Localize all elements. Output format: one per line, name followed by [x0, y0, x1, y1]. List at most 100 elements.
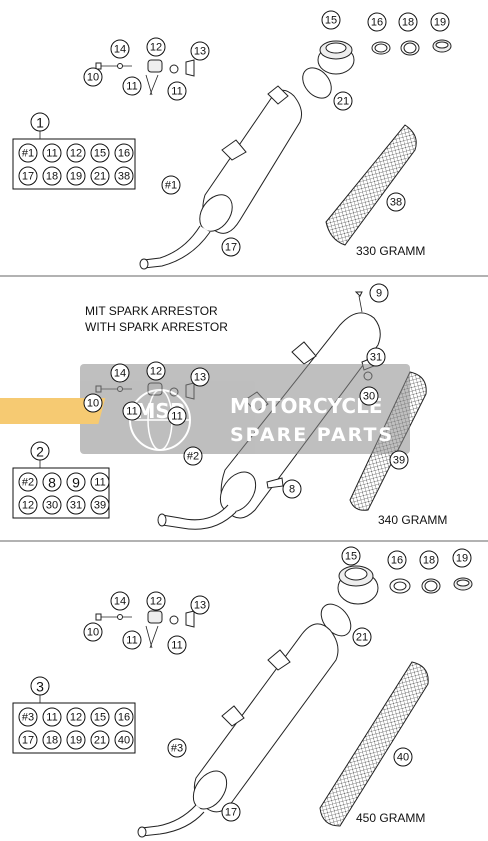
kit-1-item-6: 18	[42, 166, 62, 186]
section-1-callout-7: 10	[83, 67, 103, 87]
kit-3-item-6-label: 18	[46, 735, 58, 747]
section-1-callout-11-label: #1	[165, 180, 177, 192]
kit-2-item-1: 8	[42, 472, 62, 492]
section-3-callout-2-label: 18	[423, 555, 435, 567]
section-2-callout-8: 30	[359, 386, 379, 406]
section-3-callout-10-label: 21	[356, 632, 368, 644]
kit-3-item-7-label: 19	[70, 735, 82, 747]
section-3-callout-0-label: 15	[345, 551, 357, 563]
section-1-callout-11: #1	[161, 175, 181, 195]
kit-3-item-1-label: 11	[46, 712, 57, 724]
section-3-callout-5-label: 12	[150, 596, 162, 608]
section-2-callout-0: 9	[369, 283, 389, 303]
kit-3-item-2-label: 12	[70, 712, 82, 724]
kit-3-number: 3	[30, 676, 50, 696]
kit-1-item-0: #1	[18, 143, 38, 163]
section-1-callout-5-label: 12	[150, 42, 162, 54]
section-1-callout-4: 14	[110, 39, 130, 59]
section-3-callout-1: 16	[387, 550, 407, 570]
section-2-callout-6: 11	[167, 406, 187, 426]
kit-2-item-0-label: #2	[22, 477, 34, 489]
muffler-body	[139, 85, 302, 270]
section-1-callout-9: 11	[167, 81, 187, 101]
kit-3-item-6: 18	[42, 730, 62, 750]
kit-2-item-6: 31	[66, 495, 86, 515]
kit-2-item-2-label: 9	[72, 475, 80, 491]
hardware-parts	[95, 59, 195, 96]
kit-2-item-0: #2	[18, 472, 38, 492]
section-3-callout-9: 11	[167, 635, 187, 655]
section-1-callout-6-label: 13	[194, 46, 206, 58]
gasket-part	[302, 67, 332, 99]
section-3-callout-13: 17	[221, 802, 241, 822]
kit-3-item-9-label: 40	[118, 735, 130, 747]
kit-2-number: 2	[30, 441, 50, 461]
kit-2-item-4-label: 12	[22, 500, 34, 512]
section-1-callout-10: 21	[333, 91, 353, 111]
section-2-callout-5: 11	[122, 401, 142, 421]
section-3-callout-6: 13	[190, 595, 210, 615]
kit-1-item-9: 38	[114, 166, 134, 186]
section-3-weight: 450 GRAMM	[356, 811, 425, 825]
section-2-callout-7-label: 31	[370, 352, 382, 364]
kit-3-item-0: #3	[18, 707, 38, 727]
kit-2-item-7-label: 39	[94, 500, 106, 512]
kit-1-item-2: 12	[66, 143, 86, 163]
section-2-callout-11-label: 39	[393, 455, 405, 467]
section-1-callout-9-label: 11	[171, 86, 182, 98]
section-3-callout-13-label: 17	[225, 807, 237, 819]
section-1-weight: 330 GRAMM	[356, 244, 425, 258]
ring-part	[389, 577, 473, 594]
kit-1-item-2-label: 12	[70, 148, 82, 160]
section-3-callout-8-label: 11	[126, 635, 137, 647]
section-3-callout-2: 18	[419, 550, 439, 570]
section-1-callout-3: 19	[430, 12, 450, 32]
section-2-callout-9: #2	[183, 446, 203, 466]
section-2-callout-4: 10	[83, 393, 103, 413]
kit-1-item-1-label: 11	[46, 148, 57, 160]
kit-2-item-7: 39	[90, 495, 110, 515]
section-1-callout-5: 12	[146, 37, 166, 57]
kit-3-item-3: 15	[90, 707, 110, 727]
kit-2-item-3: 11	[90, 472, 110, 492]
kit-3-item-5-label: 17	[22, 735, 34, 747]
section-1-callout-8-label: 11	[126, 81, 137, 93]
section-2-callout-10-label: 8	[289, 484, 295, 496]
section-3	[12, 565, 473, 838]
kit-1-item-9-label: 38	[118, 171, 130, 183]
kit-3-item-8-label: 21	[94, 735, 106, 747]
section-3-callout-3: 19	[452, 548, 472, 568]
watermark	[0, 364, 410, 454]
kit-1-item-5-label: 17	[22, 171, 34, 183]
section-2-callout-2: 12	[146, 361, 166, 381]
section-1-callout-0-label: 15	[325, 15, 337, 27]
section-2-heading-en: WITH SPARK ARRESTOR	[85, 320, 228, 334]
kit-1-item-4-label: 16	[118, 148, 130, 160]
section-2-heading-de: MIT SPARK ARRESTOR	[85, 304, 218, 318]
kit-2-number-label: 2	[36, 444, 44, 460]
kit-1-item-8-label: 21	[94, 171, 106, 183]
section-2-callout-4-label: 10	[87, 398, 99, 410]
kit-2-item-6-label: 31	[70, 500, 82, 512]
kit-3-item-4: 16	[114, 707, 134, 727]
kit-2-item-5-label: 30	[46, 500, 58, 512]
kit-1-number: 1	[30, 112, 50, 132]
kit-2-item-1-label: 8	[48, 475, 56, 491]
section-3-callout-5: 12	[146, 591, 166, 611]
kit-2-item-5: 30	[42, 495, 62, 515]
end-cap-part	[337, 565, 379, 605]
ring-part	[371, 39, 452, 56]
section-1-callout-12-label: 38	[390, 197, 402, 209]
kit-3-item-2: 12	[66, 707, 86, 727]
section-3-callout-4: 14	[110, 591, 130, 611]
section-2-callout-1: 14	[110, 363, 130, 383]
kit-3-item-1: 11	[42, 707, 62, 727]
section-1-callout-1: 16	[367, 12, 387, 32]
kit-2-item-4: 12	[18, 495, 38, 515]
section-3-callout-7-label: 10	[87, 627, 99, 639]
kit-3-item-4-label: 16	[118, 712, 130, 724]
section-1-callout-10-label: 21	[337, 96, 349, 108]
section-3-callout-3-label: 19	[456, 553, 468, 565]
section-3-callout-4-label: 14	[114, 596, 126, 608]
